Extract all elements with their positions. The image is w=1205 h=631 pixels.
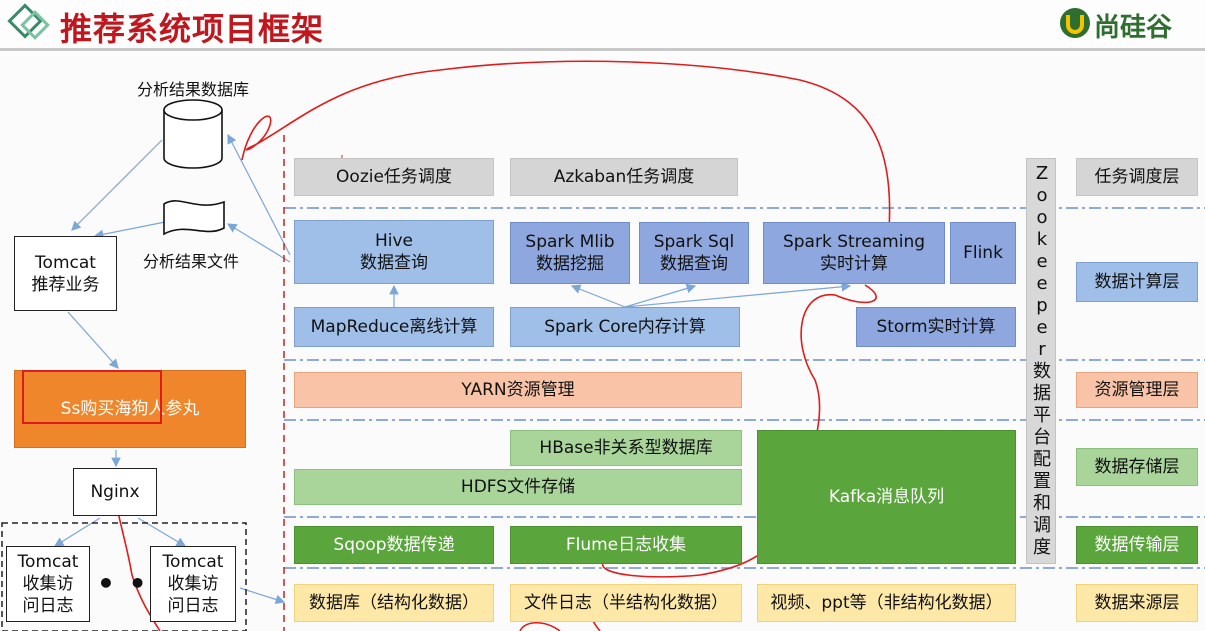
source-semistructured-box: 文件日志（半结构化数据） bbox=[510, 584, 742, 622]
red-highlight-frame bbox=[22, 370, 162, 424]
layer-resource: 资源管理层 bbox=[1076, 372, 1198, 408]
source-structured-box: 数据库（结构化数据） bbox=[294, 584, 494, 622]
diamond-logo-icon bbox=[7, 3, 50, 40]
hbase-box: HBase非关系型数据库 bbox=[510, 430, 742, 466]
azkaban-box: Azkaban任务调度 bbox=[510, 158, 738, 196]
tomcat-log-box-2: Tomcat 收集访 问日志 bbox=[150, 546, 236, 622]
zk-char: 数 bbox=[1033, 361, 1051, 382]
company-logo-icon bbox=[1060, 8, 1090, 38]
yarn-box: YARN资源管理 bbox=[294, 372, 742, 408]
flink-box: Flink bbox=[950, 222, 1016, 284]
zk-char: 平 bbox=[1033, 405, 1051, 426]
storm-box: Storm实时计算 bbox=[856, 307, 1016, 347]
zk-char: e bbox=[1036, 273, 1048, 294]
zk-char: 据 bbox=[1033, 383, 1051, 404]
page-title: 推荐系统项目框架 bbox=[60, 10, 325, 48]
document-file-icon bbox=[163, 200, 225, 236]
zk-char: r bbox=[1038, 339, 1046, 360]
analysis-db-label: 分析结果数据库 bbox=[137, 80, 250, 99]
layer-source: 数据来源层 bbox=[1076, 584, 1198, 622]
zk-char: 配 bbox=[1033, 449, 1051, 470]
flume-box: Flume日志收集 bbox=[510, 526, 742, 564]
hdfs-box: HDFS文件存储 bbox=[294, 469, 742, 505]
database-cylinder-icon bbox=[163, 99, 223, 169]
analysis-file-label: 分析结果文件 bbox=[143, 252, 240, 271]
zk-char: e bbox=[1036, 251, 1048, 272]
source-unstructured-box: 视频、ppt等（非结构化数据） bbox=[757, 584, 1016, 622]
zk-char: o bbox=[1036, 185, 1048, 206]
shop-banner-box: Ss购买海狗人参丸 bbox=[14, 370, 246, 448]
mapreduce-box: MapReduce离线计算 bbox=[294, 307, 494, 347]
zk-char: 调 bbox=[1033, 515, 1051, 536]
tomcat-recommend-box: Tomcat 推荐业务 bbox=[14, 236, 117, 311]
tomcat-log-box-1: Tomcat 收集访 问日志 bbox=[6, 546, 90, 622]
zk-char: 和 bbox=[1033, 493, 1051, 514]
nginx-box: Nginx bbox=[73, 468, 157, 516]
zk-char: Z bbox=[1035, 163, 1049, 184]
spark-mlib-box: Spark Mlib 数据挖掘 bbox=[510, 222, 630, 284]
spark-sql-box: Spark Sql 数据查询 bbox=[639, 222, 749, 284]
zookeeper-column: Z o o k e e p e r 数 据 平 台 配 置 和 调 度 bbox=[1026, 158, 1056, 564]
zk-char: e bbox=[1036, 317, 1048, 338]
zk-char: 度 bbox=[1033, 537, 1051, 558]
zk-char: k bbox=[1036, 229, 1048, 250]
layer-scheduling: 任务调度层 bbox=[1076, 158, 1198, 196]
zk-char: 台 bbox=[1033, 427, 1051, 448]
zk-char: 置 bbox=[1033, 471, 1051, 492]
company-logo-text: 尚硅谷 bbox=[1094, 13, 1173, 43]
header-bar bbox=[0, 0, 1205, 51]
oozie-box: Oozie任务调度 bbox=[294, 158, 494, 196]
spark-streaming-box: Spark Streaming 实时计算 bbox=[763, 222, 945, 284]
zk-char: p bbox=[1036, 295, 1048, 316]
layer-transport: 数据传输层 bbox=[1076, 526, 1198, 564]
spark-core-box: Spark Core内存计算 bbox=[510, 307, 740, 347]
kafka-box: Kafka消息队列 bbox=[757, 430, 1016, 564]
layer-storage: 数据存储层 bbox=[1076, 448, 1198, 486]
hive-box: Hive 数据查询 bbox=[294, 220, 494, 284]
sqoop-box: Sqoop数据传递 bbox=[294, 526, 494, 564]
layer-compute: 数据计算层 bbox=[1076, 262, 1198, 302]
zk-char: o bbox=[1036, 207, 1048, 228]
